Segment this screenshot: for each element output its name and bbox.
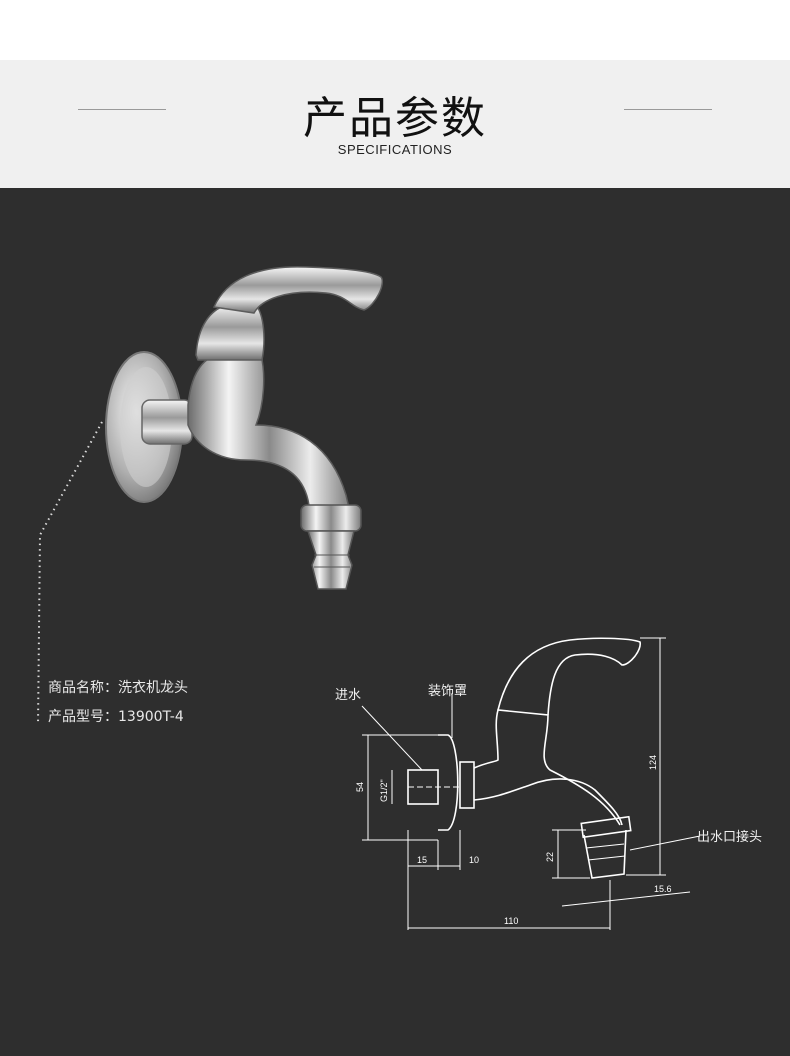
top-margin bbox=[0, 0, 790, 60]
header-divider-left bbox=[78, 109, 166, 110]
dim-124: 124 bbox=[648, 755, 658, 770]
dim-22: 22 bbox=[545, 852, 555, 862]
drawing-nut bbox=[459, 761, 475, 809]
drawing-outlet-ring bbox=[580, 815, 632, 839]
faucet-body bbox=[187, 354, 352, 518]
dim-thread: G1/2" bbox=[379, 779, 389, 802]
product-model-label: 产品型号： bbox=[48, 709, 118, 725]
drawing-wall-plate bbox=[438, 734, 459, 831]
product-name-row: 商品名称：洗衣机龙头 bbox=[48, 677, 188, 697]
drawing-body bbox=[473, 709, 621, 826]
page-subtitle: SPECIFICATIONS bbox=[337, 142, 453, 157]
product-name-label: 商品名称： bbox=[48, 680, 118, 696]
dim-10: 10 bbox=[469, 855, 479, 865]
dim-110: 110 bbox=[504, 916, 518, 926]
dim-15: 15 bbox=[417, 855, 427, 865]
section-header: 产品参数 SPECIFICATIONS bbox=[0, 60, 790, 188]
label-inlet: 进水 bbox=[335, 688, 362, 703]
drawing-outlet bbox=[583, 829, 627, 879]
dim-54: 54 bbox=[355, 782, 365, 792]
label-cover: 装饰罩 bbox=[428, 684, 468, 699]
hose-connector bbox=[306, 530, 355, 590]
hex-nut bbox=[141, 399, 193, 445]
header-divider-right bbox=[624, 109, 712, 110]
product-model-value: 13900T-4 bbox=[118, 709, 184, 725]
lever-handle bbox=[212, 266, 383, 314]
label-outlet: 出水口接头 bbox=[697, 830, 763, 845]
drawing-handle bbox=[497, 637, 641, 716]
dim-15-6: 15.6 bbox=[654, 884, 672, 894]
product-model-row: 产品型号：13900T-4 bbox=[48, 706, 184, 726]
product-name-value: 洗衣机龙头 bbox=[118, 680, 188, 696]
page-title: 产品参数 bbox=[303, 93, 487, 144]
spec-panel bbox=[0, 188, 790, 1056]
outlet-ring bbox=[300, 504, 362, 532]
technical-drawing: 54 G1/2" 15 10 110 124 22 15.6 bbox=[355, 637, 701, 930]
faucet-photo bbox=[105, 266, 383, 590]
